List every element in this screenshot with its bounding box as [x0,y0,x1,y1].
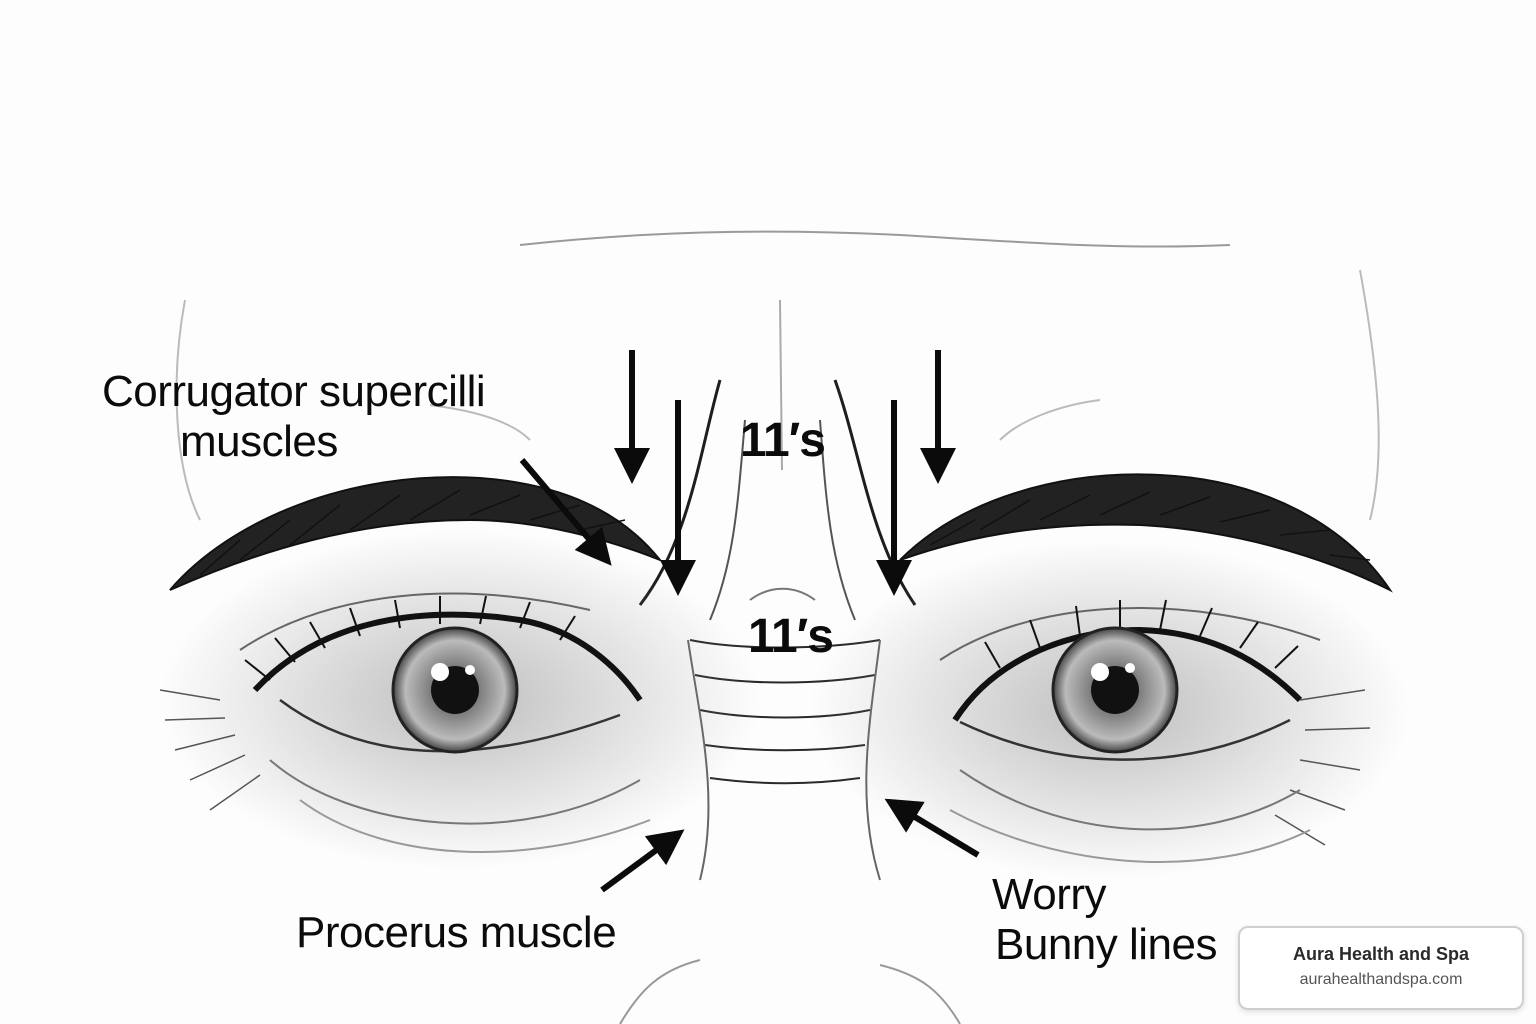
arrow-corrugator [519,458,612,566]
corrugator-label: Corrugator supercilli muscles [102,367,486,467]
worry-label: Worry [992,870,1107,919]
left-eye-region [159,476,760,870]
bunny-lines-label: Bunny lines [995,920,1217,969]
brand-url: aurahealthandspa.com [1299,971,1463,988]
elevens-label-mid: 11′s [748,610,834,663]
right-eyebrow [899,473,1393,593]
left-eyebrow [169,476,664,591]
arrow-worry-bunny [884,798,980,858]
brand-name: Aura Health and Spa [1292,944,1470,964]
annotation-arrows [519,350,980,893]
corrugator-label-line1: Corrugator supercilli [102,367,486,416]
corrugator-label-line2: muscles [180,417,338,466]
right-eye-region [810,473,1410,880]
brand-card: Aura Health and Spa aurahealthandspa.com [1238,926,1524,1010]
arrow-procerus [600,829,685,893]
face-outline [175,230,1380,1024]
elevens-label-top: 11′s [740,414,826,467]
procerus-label: Procerus muscle [296,908,617,957]
